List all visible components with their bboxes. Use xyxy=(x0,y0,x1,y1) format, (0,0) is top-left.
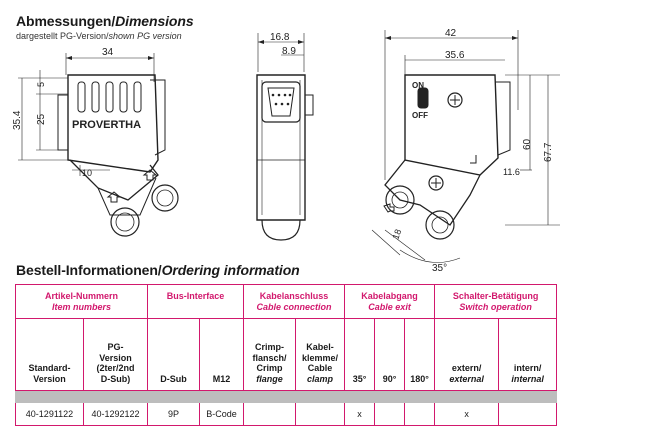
dimensions-title-de: Abmessungen/ xyxy=(16,13,116,29)
dim-35-4: 35.4 xyxy=(12,110,23,130)
cell-external: x xyxy=(434,402,500,426)
separator-cell xyxy=(14,390,558,403)
dim-18: 18 xyxy=(390,228,403,241)
dim-25: 25 xyxy=(36,113,47,125)
dim-34: 34 xyxy=(102,47,114,58)
group-cable-exit-en: Cable exit xyxy=(368,301,411,312)
col-crimp-line3: Crimp xyxy=(256,363,283,373)
col-pg-line3: (2ter/2nd xyxy=(96,363,135,373)
dim-11-6: 11.6 xyxy=(503,167,520,177)
col-90deg: 90° xyxy=(374,318,406,391)
col-crimp-line1: Crimp- xyxy=(255,342,285,352)
group-cable-connection: Kabelanschluss Cable connection xyxy=(243,284,346,319)
ordering-title-de: Bestell-Informationen/ xyxy=(16,262,162,278)
right-view-drawing xyxy=(371,30,560,263)
col-standard-line2: Version xyxy=(33,373,66,384)
dimensions-title-en: Dimensions xyxy=(115,13,194,29)
col-dsub: D-Sub xyxy=(147,318,201,391)
col-crimp-flange: Crimp- flansch/ Crimp flange xyxy=(243,318,297,391)
table-row: 40-1291122 40-1292122 9P B-Code x x xyxy=(15,402,558,426)
group-cable-exit: Kabelabgang Cable exit xyxy=(344,284,436,319)
col-pg-line2: Version xyxy=(99,352,132,363)
group-item-numbers: Artikel-Nummern Item numbers xyxy=(14,284,149,319)
group-switch-operation-de: Schalter-Betätigung xyxy=(452,290,539,301)
ordering-title: Bestell-Informationen/Ordering informati… xyxy=(16,262,300,278)
cell-180deg xyxy=(404,402,436,426)
cell-90deg xyxy=(374,402,406,426)
group-cable-exit-de: Kabelabgang xyxy=(361,290,418,301)
separator-row xyxy=(14,390,558,403)
col-standard-version: Standard- Version xyxy=(15,318,84,391)
brand-label: PROVERTHA xyxy=(72,119,141,131)
col-crimp-line2: flansch/ xyxy=(252,352,287,363)
col-standard-line1: Standard- xyxy=(28,363,71,373)
dimensions-subtitle: dargestellt PG-Version/shown PG version xyxy=(16,31,182,41)
switch-on-label: ON xyxy=(412,81,424,90)
cell-internal xyxy=(498,402,558,426)
col-m12: M12 xyxy=(199,318,245,391)
col-external-en: external xyxy=(449,373,484,384)
col-internal-de: intern/ xyxy=(513,363,542,373)
col-180deg: 180° xyxy=(404,318,436,391)
dimension-labels: 34 5 25 35.4 10 PROVERTHA 16.8 8.9 42 35… xyxy=(12,28,554,274)
cell-m12: B-Code xyxy=(199,402,245,426)
dim-60: 60 xyxy=(522,138,533,150)
col-clamp-line2: klemme/ xyxy=(302,352,339,363)
col-35deg: 35° xyxy=(344,318,376,391)
col-external: extern/ external xyxy=(434,318,500,391)
left-view-drawing xyxy=(18,53,179,237)
group-item-numbers-en: Item numbers xyxy=(52,301,112,312)
col-clamp-line3: Cable xyxy=(307,363,333,373)
group-bus-interface: Bus-Interface xyxy=(147,284,245,319)
cell-dsub: 9P xyxy=(147,402,201,426)
dim-35-6: 35.6 xyxy=(445,50,465,61)
dim-35-deg: 35° xyxy=(432,263,447,274)
dimensions-title: Abmessungen/Dimensions xyxy=(16,13,194,29)
cell-clamp xyxy=(295,402,346,426)
dim-42: 42 xyxy=(445,28,457,39)
col-pg-line1: PG- xyxy=(107,342,124,352)
col-external-de: extern/ xyxy=(451,363,482,373)
dim-5: 5 xyxy=(36,82,46,87)
ordering-table: Artikel-Nummern Item numbers Bus-Interfa… xyxy=(14,284,558,426)
group-switch-operation: Schalter-Betätigung Switch operation xyxy=(434,284,558,319)
cell-35deg: x xyxy=(344,402,376,426)
col-internal-en: internal xyxy=(511,373,544,384)
group-switch-operation-en: Switch operation xyxy=(459,301,532,312)
col-cable-clamp: Kabel- klemme/ Cable clamp xyxy=(295,318,346,391)
col-pg-line4: D-Sub) xyxy=(100,373,131,384)
col-clamp-en: clamp xyxy=(307,373,334,384)
col-pg-version: PG- Version (2ter/2nd D-Sub) xyxy=(82,318,149,391)
col-clamp-line1: Kabel- xyxy=(306,342,334,352)
col-internal: intern/ internal xyxy=(498,318,558,391)
group-header-row: Artikel-Nummern Item numbers Bus-Interfa… xyxy=(14,284,558,319)
dim-10: 10 xyxy=(82,168,92,178)
dim-67-7: 67.7 xyxy=(543,142,554,162)
dim-16-8: 16.8 xyxy=(270,32,290,43)
cell-crimp xyxy=(243,402,297,426)
ordering-title-en: Ordering information xyxy=(161,262,300,278)
dimensions-subtitle-en: shown PG version xyxy=(108,31,182,41)
dimension-drawings: 34 5 25 35.4 10 PROVERTHA 16.8 8.9 42 35… xyxy=(12,28,560,274)
cell-pg: 40-1292122 xyxy=(82,402,149,426)
col-crimp-en: flange xyxy=(256,373,283,384)
group-bus-interface-de: Bus-Interface xyxy=(166,291,225,301)
cell-standard: 40-1291122 xyxy=(15,402,84,426)
group-cable-connection-en: Cable connection xyxy=(256,301,332,312)
column-header-row: Standard- Version PG- Version (2ter/2nd … xyxy=(15,318,558,391)
dimensions-subtitle-de: dargestellt PG-Version/ xyxy=(16,31,109,41)
dim-8-9: 8.9 xyxy=(282,46,296,57)
middle-view-drawing xyxy=(256,33,314,241)
switch-off-label: OFF xyxy=(412,111,428,120)
group-item-numbers-de: Artikel-Nummern xyxy=(45,290,119,301)
group-cable-connection-de: Kabelanschluss xyxy=(259,290,329,301)
